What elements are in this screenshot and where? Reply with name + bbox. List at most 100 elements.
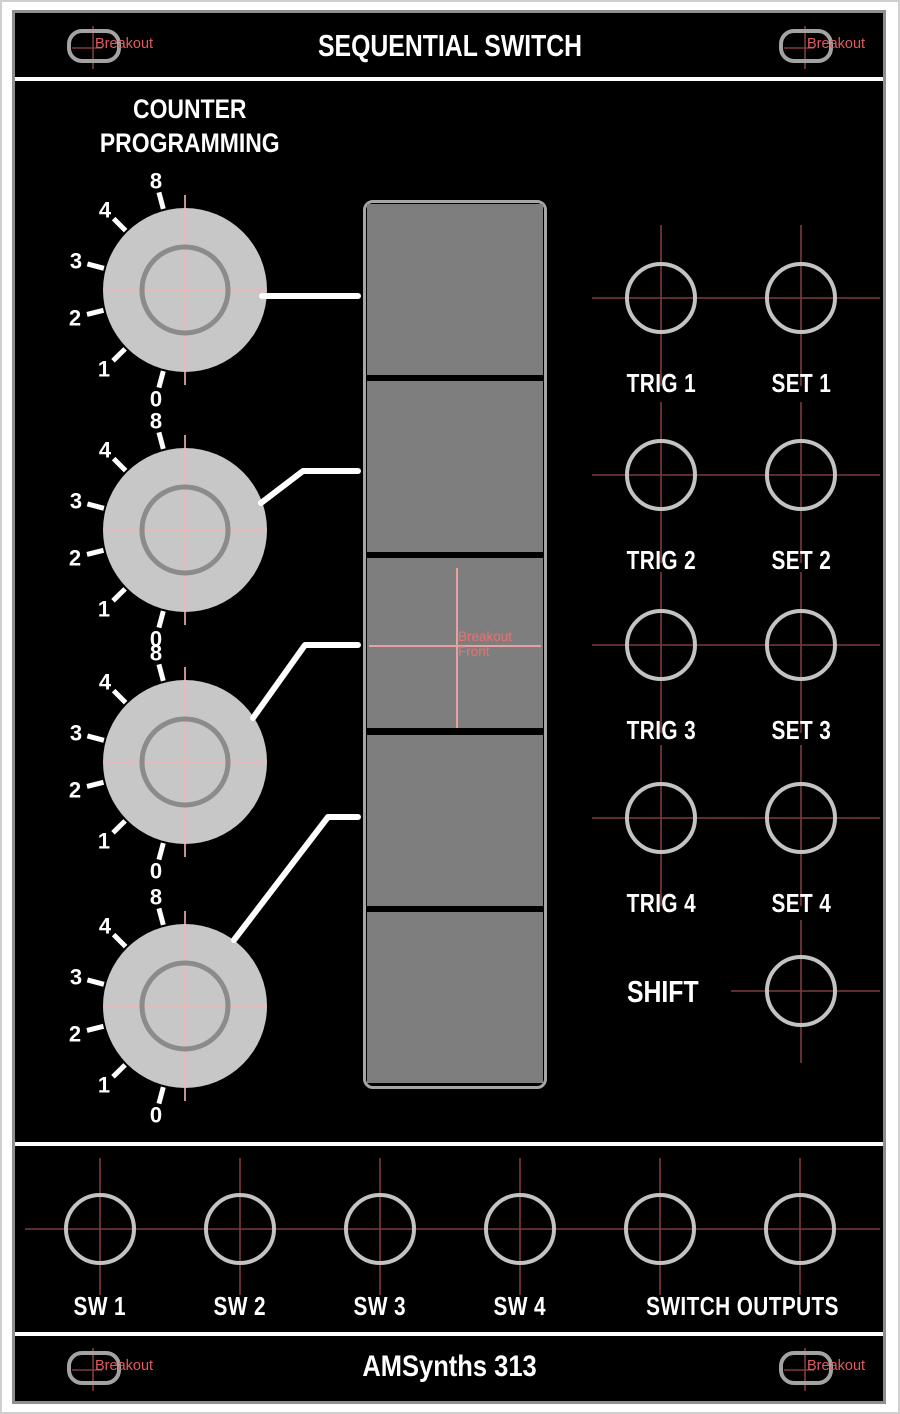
svg-text:2: 2 (69, 546, 81, 571)
sw-4-label-text: SW 4 (493, 1291, 547, 1321)
sw-3-jack[interactable] (344, 1193, 416, 1265)
knob-scale-labels: 8 4 3 2 1 0 (69, 885, 162, 1128)
breakout-front-guide-h (369, 645, 541, 647)
svg-text:0: 0 (150, 1103, 162, 1128)
svg-text:8: 8 (150, 641, 162, 666)
breakout-slot-top-left (67, 29, 121, 63)
set-4-label-text: SET 4 (771, 888, 831, 918)
sw-2-label-text: SW 2 (213, 1291, 267, 1321)
svg-text:1: 1 (98, 829, 110, 854)
breakout-slot-label-bottom-left: Breakout (95, 1358, 154, 1374)
sw-1-label-text: SW 1 (73, 1291, 127, 1321)
shift-label: SHIFT (573, 974, 753, 1010)
breakout-front-line1: Breakout (458, 629, 513, 644)
svg-text:8: 8 (150, 169, 162, 194)
knob-scale-labels: 8 4 3 2 1 0 (69, 641, 162, 884)
counter-knob-1[interactable]: 8 4 3 2 1 0 (53, 158, 317, 422)
svg-text:2: 2 (69, 306, 81, 331)
knob-ticks (86, 663, 166, 861)
trig-2-label-text: TRIG 2 (626, 545, 696, 575)
set-3-label-text: SET 3 (771, 715, 831, 745)
counter-knob-2[interactable]: 8 4 3 2 1 0 (53, 398, 317, 662)
breakout-slot-label-top-left: Breakout (95, 36, 154, 52)
trig-3-label-text: TRIG 3 (626, 715, 696, 745)
svg-text:4: 4 (99, 914, 112, 939)
shift-jack[interactable] (765, 955, 837, 1027)
knob-scale-labels: 8 4 3 2 1 0 (69, 409, 162, 652)
breakout-slot-top-right (779, 29, 833, 63)
set-4-label: SET 4 (721, 888, 881, 919)
switch-outputs-label: SWITCH OUTPUTS (582, 1291, 900, 1322)
svg-text:1: 1 (98, 357, 110, 382)
sw-3-label: SW 3 (300, 1291, 460, 1322)
trig-3-label: TRIG 3 (581, 715, 741, 746)
set-2-label: SET 2 (721, 545, 881, 576)
knob-scale-labels: 8 4 3 2 1 0 (69, 169, 162, 412)
strip-segment-5 (367, 912, 543, 1083)
panel-title: SEQUENTIAL SWITCH (0, 28, 900, 64)
svg-text:0: 0 (150, 859, 162, 884)
sw-4-label: SW 4 (440, 1291, 600, 1322)
counter-title-line1: COUNTER (133, 94, 247, 124)
svg-text:1: 1 (98, 597, 110, 622)
svg-text:2: 2 (69, 1022, 81, 1047)
switch-output-jack-2[interactable] (764, 1193, 836, 1265)
set-1-label-text: SET 1 (771, 368, 831, 398)
trig-4-label: TRIG 4 (581, 888, 741, 919)
svg-text:1: 1 (98, 1073, 110, 1098)
set-2-label-text: SET 2 (771, 545, 831, 575)
set-4-jack[interactable] (765, 782, 837, 854)
knob-ring (139, 960, 231, 1052)
switch-output-jack-1[interactable] (624, 1193, 696, 1265)
knob-ring (139, 484, 231, 576)
module-name-text: AMSynths 313 (362, 1350, 538, 1383)
switch-outputs-label-text: SWITCH OUTPUTS (645, 1291, 839, 1321)
svg-text:0: 0 (150, 627, 162, 652)
strip-segment-3 (367, 558, 543, 728)
trig-4-jack[interactable] (625, 782, 697, 854)
knob-ticks (86, 907, 166, 1105)
counter-programming-title: COUNTER PROGRAMMING (40, 92, 340, 160)
counter-knob-3[interactable]: 8 4 3 2 1 0 (53, 630, 317, 894)
counter-title-line2: PROGRAMMING (100, 128, 280, 158)
set-3-jack[interactable] (765, 609, 837, 681)
breakout-front-guide-v (456, 568, 458, 728)
set-2-jack[interactable] (765, 439, 837, 511)
breakout-slot-label-top-right: Breakout (807, 36, 866, 52)
sw-1-jack[interactable] (64, 1193, 136, 1265)
sw-2-jack[interactable] (204, 1193, 276, 1265)
trig-2-jack[interactable] (625, 439, 697, 511)
svg-text:0: 0 (150, 387, 162, 412)
sw-4-jack[interactable] (484, 1193, 556, 1265)
module-name: AMSynths 313 (0, 1349, 900, 1385)
trig-1-jack[interactable] (625, 262, 697, 334)
trig-4-label-text: TRIG 4 (626, 888, 696, 918)
strip-segment-1 (367, 204, 543, 375)
svg-text:8: 8 (150, 885, 162, 910)
panel-title-text: SEQUENTIAL SWITCH (317, 28, 583, 63)
trig-1-label-text: TRIG 1 (626, 368, 696, 398)
breakout-front-label: Breakout Front (458, 629, 512, 659)
header-divider (15, 77, 883, 81)
knob-ticks (86, 431, 166, 629)
footer-divider (15, 1332, 883, 1336)
strip-segment-2 (367, 381, 543, 552)
counter-knob-4[interactable]: 8 4 3 2 1 0 (53, 874, 317, 1138)
svg-text:3: 3 (70, 249, 82, 274)
svg-text:4: 4 (99, 670, 112, 695)
trig-2-label: TRIG 2 (581, 545, 741, 576)
trig-1-label: TRIG 1 (581, 368, 741, 399)
knob-ring (139, 244, 231, 336)
trig-3-jack[interactable] (625, 609, 697, 681)
svg-text:4: 4 (99, 438, 112, 463)
knob-ring (139, 716, 231, 808)
sw-1-label: SW 1 (20, 1291, 180, 1322)
sw-3-label-text: SW 3 (353, 1291, 407, 1321)
svg-text:3: 3 (70, 489, 82, 514)
breakout-slot-bottom-left (67, 1351, 121, 1385)
breakout-slot-bottom-right (779, 1351, 833, 1385)
set-1-jack[interactable] (765, 262, 837, 334)
svg-text:3: 3 (70, 721, 82, 746)
svg-text:3: 3 (70, 965, 82, 990)
